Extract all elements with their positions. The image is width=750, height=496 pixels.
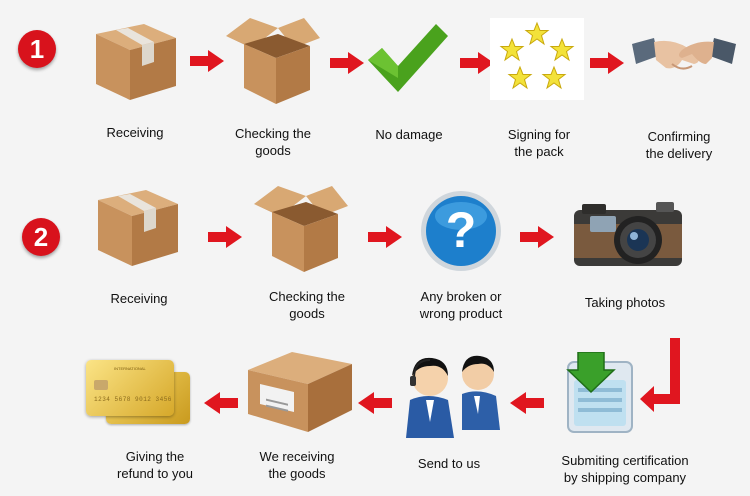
arrow-right-icon	[190, 50, 224, 72]
arrow-right-icon	[590, 52, 624, 74]
arrow-right-icon	[520, 226, 554, 248]
row3-we-receiving-label: We receiving the goods	[259, 449, 335, 481]
support-agents-icon	[404, 344, 504, 440]
arrow-right-icon	[330, 52, 364, 74]
closed-box-icon	[92, 178, 184, 270]
arrow-right-icon	[460, 52, 494, 74]
row3-certification-label: Submiting certification by shipping comp…	[561, 453, 689, 485]
row1-confirming-label: Confirming the delivery	[645, 129, 713, 161]
arrow-left-icon	[204, 392, 238, 414]
card-brand-text: INTERNATIONAL	[114, 366, 146, 371]
certificate-document-icon	[560, 352, 640, 434]
row3-send-label: Send to us	[417, 456, 481, 471]
step-2-badge: 2	[22, 218, 60, 256]
open-box-icon	[250, 176, 352, 276]
labeled-box-icon	[246, 350, 356, 434]
star-rating-icon	[490, 18, 584, 100]
camera-icon	[572, 202, 684, 268]
row1-receiving-label: Receiving	[106, 125, 164, 140]
row2-checking-label: Checking the goods	[269, 289, 345, 321]
arrow-turn-icon	[640, 338, 684, 416]
arrow-right-icon	[368, 226, 402, 248]
row3-refund-label: Giving the refund to you	[117, 449, 193, 481]
arrow-right-icon	[208, 226, 242, 248]
step-1-badge: 1	[18, 30, 56, 68]
row1-no-damage-label: No damage	[375, 127, 443, 142]
open-box-icon	[222, 8, 324, 108]
arrow-left-icon	[358, 392, 392, 414]
arrow-left-icon	[510, 392, 544, 414]
question-mark-glyph: ?	[445, 202, 477, 258]
row1-signing-label: Signing for the pack	[507, 127, 571, 159]
question-mark-icon: ?	[420, 190, 502, 272]
closed-box-icon	[90, 12, 182, 104]
handshake-icon	[632, 34, 736, 84]
checkmark-icon	[366, 20, 450, 96]
row2-photos-label: Taking photos	[584, 295, 666, 310]
card-number-text: 1234 5678 9012 3456	[94, 396, 172, 403]
row2-receiving-label: Receiving	[110, 291, 168, 306]
credit-cards-icon: INTERNATIONAL 1234 5678 9012 3456	[84, 358, 192, 428]
row1-checking-label: Checking the goods	[235, 126, 311, 158]
row2-broken-label: Any broken or wrong product	[419, 289, 503, 321]
